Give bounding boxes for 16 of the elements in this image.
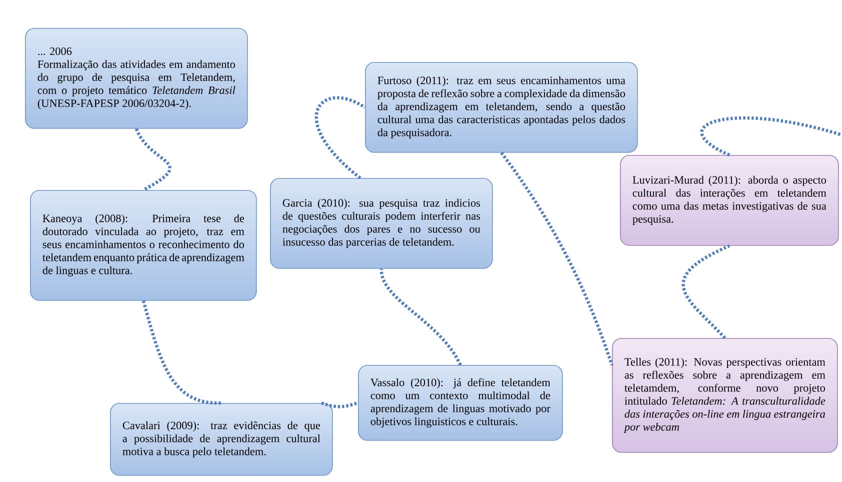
- text-box: ... 2006 Formalização das atividades em andamento do grupo de pesquisa em Teletandem, com o projeto temático Teletandem Brasil (UNESP-FAPESP 2006/03204-2).: [25, 28, 248, 129]
- dotted-connector: [682, 244, 730, 340]
- dotted-connector: [134, 128, 172, 192]
- text-box: Garcia (2010): sua pesquisa traz indicios de questões culturais podem interferir nas negociações dos pares e no sucesso ou insucesso das parcerias de teletandem.: [270, 178, 493, 269]
- text-box: Cavalari (2009): traz evidências de que a possibilidade de aprendizagem cultural motiva a busca pelo teletandem.: [110, 403, 333, 476]
- dotted-connector: [380, 268, 462, 366]
- dotted-connector: [700, 116, 842, 156]
- dotted-connector: [142, 300, 222, 405]
- text-box: Furtoso (2011): traz em seus encaminhamentos uma proposta de reflexão sobre a complexidade da dimensão da aprendizagem em teletandem, sendo a questão cultural uma das caracteristicas apontadas pelos dados da pesquisadora.: [365, 62, 638, 153]
- text-box: Kaneoya (2008): Primeira tese de doutorado vinculada ao projeto, traz em seus encaminhamentos o reconhecimento do teletandem enquanto prática de aprendizagem de linguas e cultura.: [30, 190, 257, 301]
- dotted-connector: [314, 96, 366, 180]
- text-box: Telles (2011): Novas perspectivas orientam as reflexões sobre a aprendizagem em teletamdem, conforme novo projeto intitulado Teletandem: A transculturalidade das interações on-line em lingua estrangeira por webcam: [612, 338, 838, 453]
- text-box: Vassalo (2010): já define teletandem como um contexto multimodal de aprendizagem de linguas motivado por objetivos linguisticos e culturais.: [358, 365, 563, 441]
- dotted-connector: [500, 152, 614, 366]
- text-box: Luvizari-Murad (2011): aborda o aspecto cultural das interações em teletandem como uma das metas investigativas de sua pesquisa.: [620, 155, 839, 246]
- dotted-connector: [320, 401, 358, 408]
